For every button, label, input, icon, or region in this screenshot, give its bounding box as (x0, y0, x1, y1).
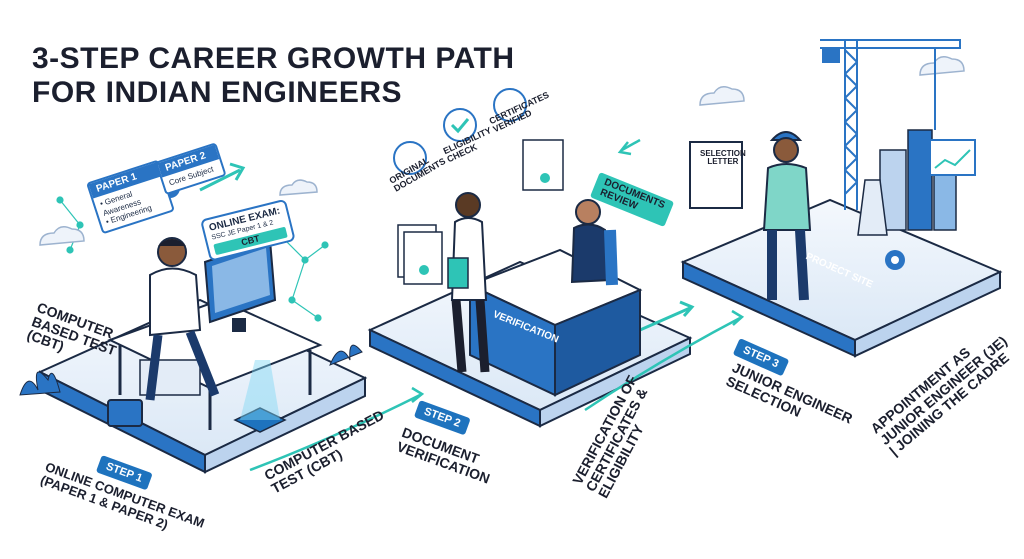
connector-arrow-top (199, 162, 246, 192)
officer-seated (570, 199, 618, 286)
document-icons (393, 88, 527, 175)
dashboard-screen (929, 139, 976, 176)
construction-crane (820, 39, 961, 210)
plant-left (19, 371, 61, 396)
connector-arrow-2 (584, 309, 745, 412)
cloud-icon (39, 56, 965, 246)
briefcase (107, 399, 143, 427)
officer-standing (447, 192, 490, 373)
exam-candidate (145, 237, 220, 401)
city-buildings (857, 129, 957, 236)
connector-arrow-step2-top (617, 138, 641, 156)
hologram-device (233, 360, 287, 433)
selection-letter (689, 141, 743, 209)
page-title-line1: 3-STEP CAREER GROWTH PATH (32, 42, 515, 75)
connector-arrow-1 (249, 386, 425, 472)
certificate-scroll (522, 139, 564, 191)
certificate-stack (397, 224, 443, 285)
connector-arrow-3 (639, 300, 695, 332)
plant-middle (329, 344, 363, 366)
page-title-line2: FOR INDIAN ENGINEERS (32, 76, 403, 109)
selection-letter-label: SELECTION LETTER (700, 149, 746, 167)
platform-step3 (680, 198, 1003, 358)
site-engineer (762, 131, 812, 301)
computer-monitor (203, 238, 277, 332)
